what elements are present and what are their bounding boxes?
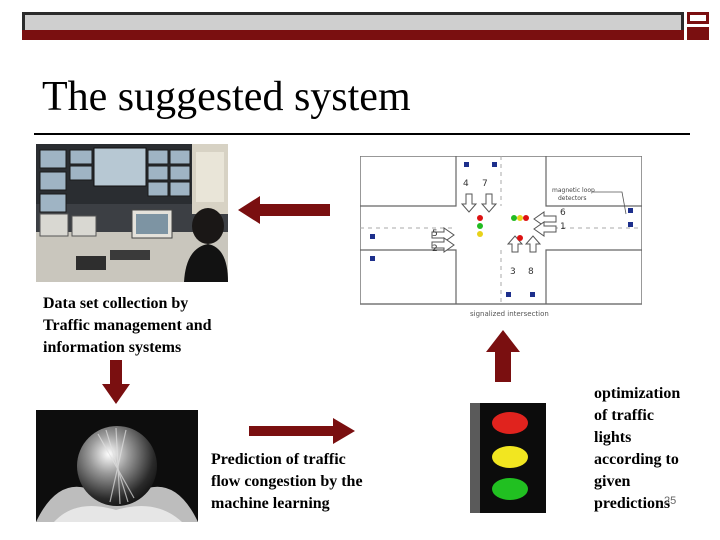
detector-label: magnetic loop	[552, 187, 595, 194]
caption-line: Data set collection by	[43, 295, 189, 312]
control-room-photo	[36, 144, 228, 282]
lane-number: 3	[510, 267, 516, 277]
caption-line: flow congestion by the	[211, 473, 363, 490]
lane-number: 8	[528, 267, 534, 277]
caption-line: lights	[594, 429, 632, 446]
lane-number: 5	[432, 229, 438, 239]
crystal-ball-photo	[36, 410, 198, 522]
caption-line: Traffic management and	[43, 317, 212, 334]
traffic-light-image	[470, 403, 546, 513]
caption-line: of traffic	[594, 407, 654, 424]
arrow-down	[102, 360, 130, 404]
lane-number: 1	[560, 222, 566, 232]
header-stripe	[22, 30, 684, 40]
arrow-right	[249, 418, 355, 444]
caption-prediction: Prediction of traffic flow congestion by…	[211, 449, 411, 515]
header-corner-box	[687, 12, 709, 24]
caption-line: given	[594, 473, 631, 490]
lane-number: 6	[560, 208, 566, 218]
caption-line: Prediction of traffic	[211, 451, 346, 468]
arrow-left	[238, 196, 330, 224]
red-light	[492, 412, 528, 434]
lane-number: 7	[482, 179, 488, 189]
header-corner-block	[687, 27, 709, 40]
slide-number: 25	[664, 495, 677, 507]
title-underline	[34, 133, 690, 135]
lane-number: 4	[463, 179, 469, 189]
caption-line: optimization	[594, 385, 681, 402]
intersection-diagram: 4 7 5 2 6 1 3 8 magnetic loop detectors …	[359, 155, 643, 320]
caption-line: machine learning	[211, 495, 330, 512]
green-light	[492, 478, 528, 500]
caption-line: predictions	[594, 495, 671, 512]
detector-label: detectors	[558, 195, 586, 202]
intersection-caption: signalized intersection	[470, 310, 549, 318]
caption-line: according to	[594, 451, 679, 468]
yellow-light	[492, 446, 528, 468]
slide-title: The suggested system	[42, 74, 411, 120]
lane-number: 2	[432, 244, 438, 254]
arrow-up	[486, 330, 520, 382]
caption-optimization: optimization of traffic lights according…	[594, 383, 714, 515]
caption-line: information systems	[43, 339, 182, 356]
caption-data-collection: Data set collection by Traffic managemen…	[43, 293, 263, 359]
